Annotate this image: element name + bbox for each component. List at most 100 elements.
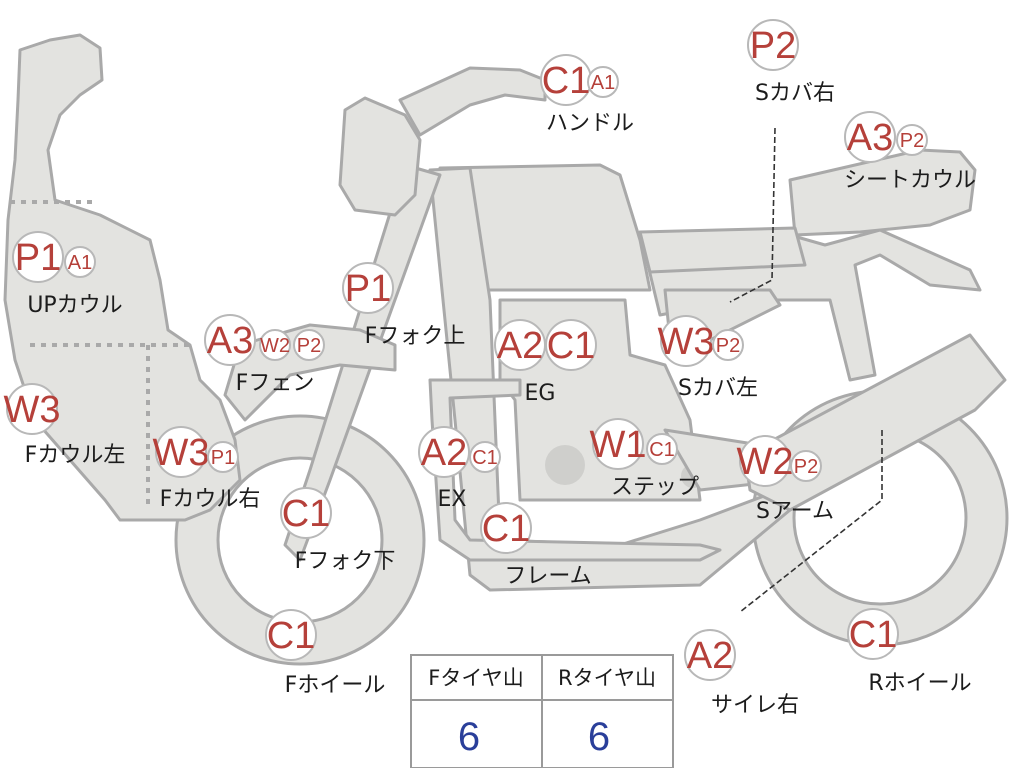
damage-code-badge [739, 435, 791, 487]
damage-code-badge [587, 66, 619, 98]
damage-code-text: P1 [211, 447, 235, 469]
damage-code-text: A2 [497, 325, 543, 367]
damage-code-badge [6, 383, 58, 435]
damage-code-text: W3 [4, 389, 61, 431]
damage-code-text: A1 [68, 252, 92, 274]
fairing-seam-lines [10, 200, 190, 510]
part-label: Sアーム [756, 499, 834, 524]
exhaust-pipe-shape [428, 378, 722, 562]
damage-code-text: C1 [282, 493, 331, 535]
part-label: Rホイール [868, 671, 971, 696]
part-label: Sカバ左 [678, 376, 758, 401]
damage-code-text: W2 [260, 335, 290, 357]
damage-code-text: C1 [542, 60, 591, 102]
motorcycle-silhouette [3, 33, 1009, 666]
rear-tire-tread-value: 6 [588, 715, 610, 759]
part-label: EX [438, 487, 467, 512]
damage-code-text: W1 [590, 424, 647, 466]
damage-code-badge [896, 124, 928, 156]
damage-code-badge [660, 315, 712, 367]
damage-code-text: C1 [482, 508, 531, 550]
part-label: EG [525, 381, 556, 406]
part-label: Sカバ右 [755, 81, 835, 106]
damage-code-text: A1 [591, 72, 615, 94]
damage-code-badge [64, 246, 96, 278]
seat-shape [638, 226, 807, 274]
part-label: Fフォク下 [295, 549, 396, 574]
damage-code-text: W3 [658, 321, 715, 363]
damage-code-text: C1 [849, 614, 898, 656]
damage-code-text: P2 [716, 335, 740, 357]
damage-code-text: P2 [297, 335, 321, 357]
damage-code-badge [712, 329, 744, 361]
part-frame: C1 フレーム [480, 502, 592, 589]
tire-tread-table: Fタイヤ山 Rタイヤ山 6 6 [410, 654, 674, 768]
damage-code-text: P1 [345, 268, 391, 310]
damage-code-text: A2 [687, 635, 733, 677]
front-tire-tread-value: 6 [458, 715, 480, 759]
damage-code-badge [207, 441, 239, 473]
damage-code-badge [259, 329, 291, 361]
part-label: ステップ [611, 475, 699, 500]
front-tire-tread-header: Fタイヤ山 [428, 666, 523, 690]
damage-code-badge [280, 487, 332, 539]
damage-code-text: W3 [153, 432, 210, 474]
damage-code-text: A3 [847, 117, 893, 159]
damage-code-text: C1 [267, 615, 316, 657]
damage-code-badge [646, 433, 678, 465]
part-label: ハンドル [546, 111, 634, 136]
part-muffler-right: A2 サイレ右 [684, 629, 799, 718]
handlebar-shape [398, 66, 547, 137]
damage-code-badge [847, 608, 899, 660]
damage-code-text: P2 [750, 25, 796, 67]
part-label: Fカウル右 [160, 487, 261, 512]
part-label: Fホイール [285, 673, 386, 698]
rear-tire-tread-header: Rタイヤ山 [558, 666, 656, 690]
damage-code-badge [684, 629, 736, 681]
damage-code-text: W2 [737, 441, 794, 483]
part-label: シートカウル [844, 168, 976, 193]
damage-code-badge [293, 329, 325, 361]
damage-code-badge [12, 231, 64, 283]
damage-code-badge [747, 19, 799, 71]
damage-code-text: P2 [794, 456, 818, 478]
part-label: UPカウル [27, 293, 122, 318]
damage-code-text: C1 [547, 325, 596, 367]
leader-lines [729, 127, 883, 613]
damage-code-badge [418, 426, 470, 478]
damage-code-badge [480, 502, 532, 554]
part-label: Fフェン [236, 371, 315, 396]
seat-cowl-shape [788, 148, 977, 237]
part-label: Fフォク上 [365, 324, 466, 349]
damage-code-text: P1 [15, 237, 61, 279]
damage-code-text: C1 [649, 439, 675, 461]
headlight-shape [338, 96, 422, 217]
damage-code-badge [545, 319, 597, 371]
part-label: フレーム [504, 564, 591, 589]
damage-code-badge [844, 111, 896, 163]
part-label: サイレ右 [711, 693, 799, 718]
damage-code-badge [469, 441, 501, 473]
damage-code-text: C1 [472, 447, 498, 469]
damage-code-badge [790, 450, 822, 482]
damage-code-badge [204, 314, 256, 366]
upper-fairing-shape [3, 33, 242, 522]
damage-code-text: A3 [207, 320, 253, 362]
damage-code-badge [265, 609, 317, 661]
